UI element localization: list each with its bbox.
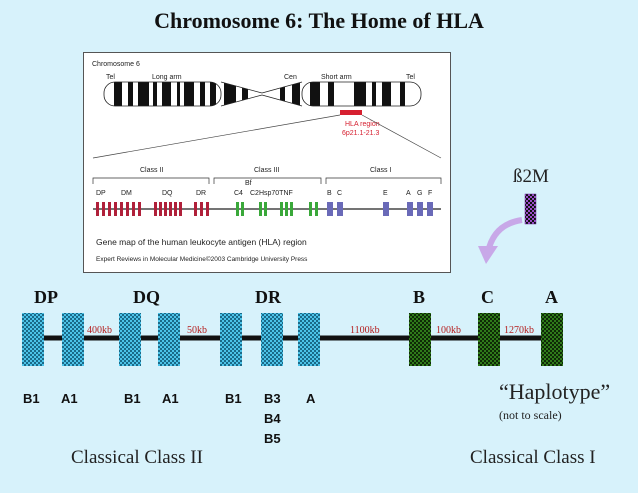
- hla-gene-map-figure: Chromosome 6 Tel Long arm Cen Short arm …: [83, 52, 451, 273]
- gene-box-a: [541, 313, 563, 366]
- gene-dp-a1-label: A1: [61, 391, 78, 406]
- locus-c-label: C: [481, 287, 494, 307]
- tel-left-label: Tel: [106, 74, 115, 81]
- gene-c-label: C: [337, 190, 342, 197]
- hla-region-marker: [340, 110, 362, 115]
- gene-box-dr-b3: [261, 313, 283, 366]
- haplotype-label: “Haplotype”: [499, 379, 611, 404]
- class-iii-label: Class III: [254, 167, 279, 174]
- distance-label-4: 100kb: [436, 325, 461, 336]
- class-i-label: Class I: [370, 167, 391, 174]
- b2m-arrow-head: [478, 246, 498, 264]
- locus-a-label: A: [545, 287, 558, 307]
- long-arm-label: Long arm: [152, 74, 182, 81]
- gene-dr-a-label: A: [306, 391, 316, 406]
- tel-right-label: Tel: [406, 74, 415, 81]
- b2m-graphic: [478, 193, 537, 264]
- gene-g-label: G: [417, 190, 422, 197]
- page-title: Chromosome 6: The Home of HLA: [154, 8, 484, 33]
- gene-dr-label: DR: [196, 190, 206, 197]
- locus-b-label: B: [413, 287, 426, 307]
- gene-box-dr-a: [298, 313, 320, 366]
- class-ii-gene-boxes: [22, 313, 320, 366]
- gene-dr-b1-label: B1: [225, 391, 242, 406]
- distance-label-3: 1100kb: [350, 325, 380, 336]
- haplotype-map: [22, 313, 563, 366]
- locus-dp-label: DP: [34, 287, 58, 307]
- gene-dq-label: DQ: [162, 190, 173, 197]
- gene-dq-a1-label: A1: [162, 391, 179, 406]
- class-brackets: [92, 177, 442, 184]
- b2m-box: [524, 193, 537, 225]
- gene-bf-label: Bf: [245, 180, 252, 187]
- gene-box-dq-a1: [158, 313, 180, 366]
- class-i-gene-boxes: [409, 313, 563, 366]
- locus-dr-label: DR: [255, 287, 281, 307]
- class-ii-label: Class II: [140, 167, 163, 174]
- gene-f-label: F: [428, 190, 432, 197]
- not-to-scale-label: (not to scale): [499, 408, 562, 422]
- gene-dr-b5-label: B5: [264, 431, 281, 446]
- gene-dr-b3-label: B3: [264, 391, 281, 406]
- gene-dm-label: DM: [121, 190, 132, 197]
- gene-box-c: [478, 313, 500, 366]
- distance-label-1: 400kb: [87, 325, 112, 336]
- b2m-label: ß2M: [513, 166, 549, 187]
- classical-class-ii-label: Classical Class II: [71, 447, 203, 468]
- class-iii-genes: [236, 202, 318, 216]
- class-i-genes: [327, 202, 433, 216]
- gene-box-dr-b1: [220, 313, 242, 366]
- zoom-line-left: [92, 114, 341, 159]
- gene-box-dp-b1: [22, 313, 44, 366]
- chromosome-ideogram: [103, 81, 422, 107]
- zoom-line-right: [361, 114, 442, 159]
- gene-dr-b4-label: B4: [264, 411, 281, 426]
- distance-label-5: 1270kb: [504, 325, 534, 336]
- cen-label: Cen: [284, 74, 297, 81]
- gene-dq-b1-label: B1: [124, 391, 141, 406]
- locus-dq-label: DQ: [133, 287, 160, 307]
- gene-dp-label: DP: [96, 190, 106, 197]
- gene-map-svg: Chromosome 6 Tel Long arm Cen Short arm …: [92, 61, 442, 263]
- gene-box-dp-a1: [62, 313, 84, 366]
- short-arm-label: Short arm: [321, 74, 352, 81]
- gene-b-label: B: [327, 190, 332, 197]
- class-ii-genes: [96, 202, 209, 216]
- gene-c2hsp70tnf-label: C2Hsp70TNF: [250, 190, 293, 197]
- gene-dp-b1-label: B1: [23, 391, 40, 406]
- gene-a-label: A: [406, 190, 411, 197]
- distance-label-2: 50kb: [187, 325, 207, 336]
- figure-credit: Expert Reviews in Molecular Medicine©200…: [96, 255, 308, 263]
- hla-band-label: 6p21.1-21.3: [342, 130, 379, 137]
- gene-e-label: E: [383, 190, 388, 197]
- gene-c4-label: C4: [234, 190, 243, 197]
- gene-box-dq-b1: [119, 313, 141, 366]
- classical-class-i-label: Classical Class I: [470, 447, 596, 468]
- hla-region-label: HLA region: [345, 121, 380, 128]
- gene-box-b: [409, 313, 431, 366]
- figure-caption: Gene map of the human leukocyte antigen …: [96, 237, 307, 247]
- chromosome-label: Chromosome 6: [92, 61, 140, 68]
